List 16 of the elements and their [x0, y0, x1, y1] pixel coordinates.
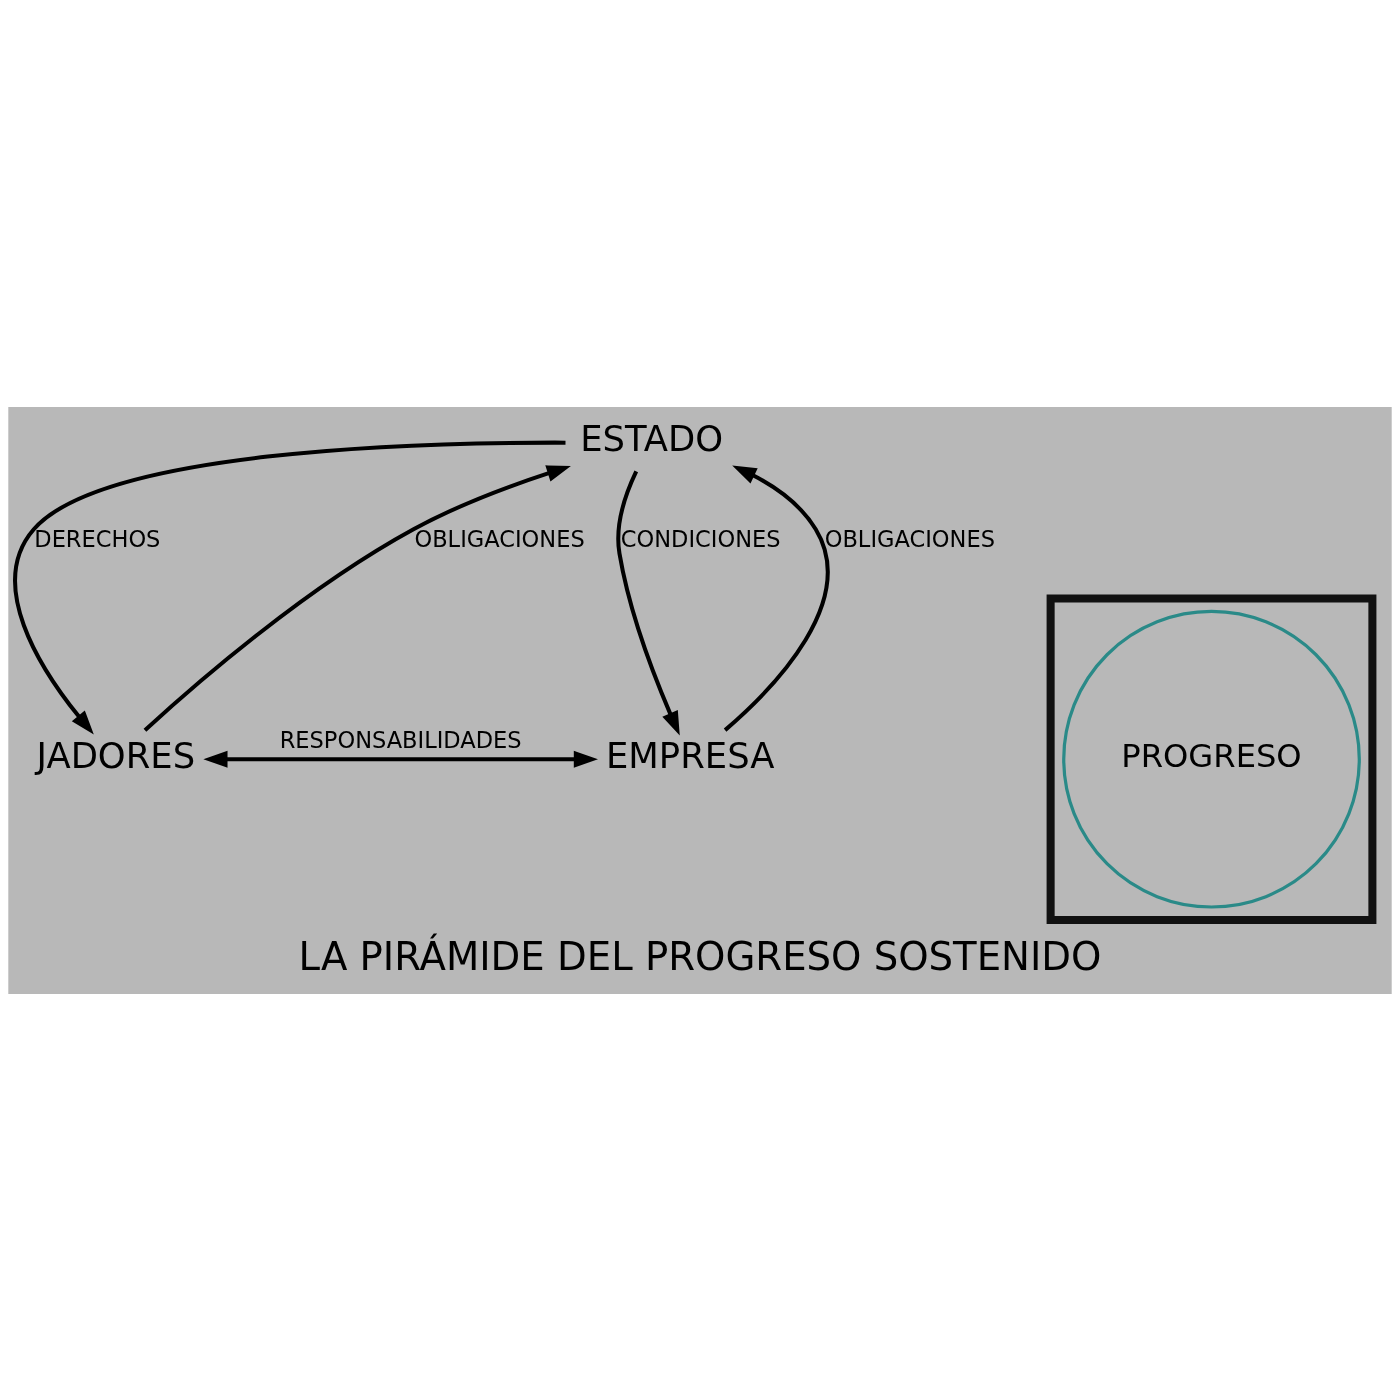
arrow [13, 440, 566, 734]
cluster [1046, 593, 1377, 924]
edge-label: DERECHOS [34, 525, 161, 552]
arrow [616, 470, 680, 736]
arrow [143, 464, 571, 732]
edge-label: RESPONSABILIDADES [279, 726, 522, 753]
arrow [723, 465, 830, 732]
edge-label: OBLIGACIONES [414, 525, 585, 552]
edge-label: CONDICIONES [620, 525, 781, 552]
edge-label: OBLIGACIONES [824, 525, 995, 552]
node-text: ESTADO [580, 417, 724, 459]
diagram-title: LA PIRÁMIDE DEL PROGRESO SOSTENIDO [298, 933, 1102, 979]
node-text: EMPRESA [606, 734, 775, 776]
node-text: JADORES [36, 734, 196, 776]
node-circle: PROGRESO [1062, 609, 1361, 909]
arrow [203, 750, 598, 768]
